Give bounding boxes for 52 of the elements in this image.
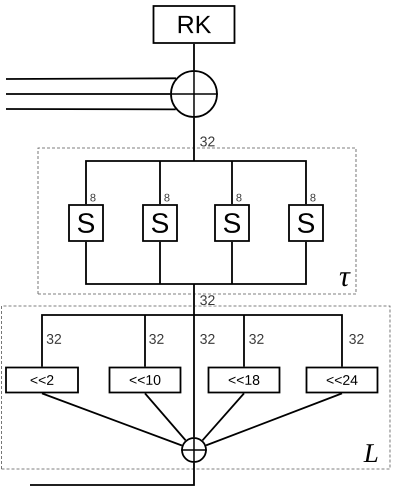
connector-line [159, 242, 161, 284]
process-box: <<24 [306, 366, 378, 394]
connector-line [193, 315, 195, 438]
connector-line [231, 161, 233, 204]
process-box: S [288, 204, 324, 242]
edge-label: 8 [309, 193, 316, 202]
connector-line [232, 160, 307, 204]
connector-line [206, 392, 342, 446]
xor-symbol [180, 436, 208, 464]
bit-width-label: 32 [199, 334, 216, 344]
connector-line [232, 242, 307, 285]
connector-line [244, 314, 343, 367]
bit-width-label: 32 [248, 334, 265, 344]
connector-line [194, 314, 244, 316]
edge-label: 8 [89, 193, 97, 202]
xor-symbol [169, 69, 219, 119]
bit-width-label: 32 [199, 294, 216, 306]
process-box: <<2 [5, 366, 79, 394]
connector-line [160, 160, 194, 162]
connector-line [6, 108, 176, 110]
connector-line [6, 77, 176, 80]
edge-label: 8 [163, 193, 171, 202]
connector-line [243, 315, 245, 367]
connector-line [194, 160, 232, 162]
process-box: S [214, 204, 250, 242]
connector-line [30, 462, 195, 486]
bit-width-label: 32 [199, 136, 216, 147]
connector-line [159, 161, 161, 204]
edge-label: 8 [235, 193, 242, 202]
bit-width-label: 32 [148, 334, 165, 344]
connector-line [193, 44, 195, 70]
process-box: S [142, 204, 178, 242]
connector-line [193, 284, 195, 315]
connector-line [160, 283, 194, 285]
process-box: <<10 [108, 366, 182, 394]
connector-line [193, 118, 195, 161]
connector-line [41, 314, 145, 367]
connector-line [145, 314, 194, 316]
connector-line [42, 392, 182, 446]
connector-line [202, 392, 245, 441]
connector-line [85, 160, 160, 204]
bit-width-label: 32 [46, 334, 62, 344]
connector-line [144, 392, 186, 441]
connector-line [144, 315, 146, 367]
process-box: RK [152, 5, 236, 44]
connector-line [194, 283, 232, 285]
process-box: S [68, 204, 104, 242]
connector-line [85, 242, 160, 285]
bit-width-label: 32 [348, 334, 365, 344]
connector-line [231, 242, 233, 284]
connector-line [6, 93, 170, 95]
process-box: <<18 [208, 366, 280, 394]
